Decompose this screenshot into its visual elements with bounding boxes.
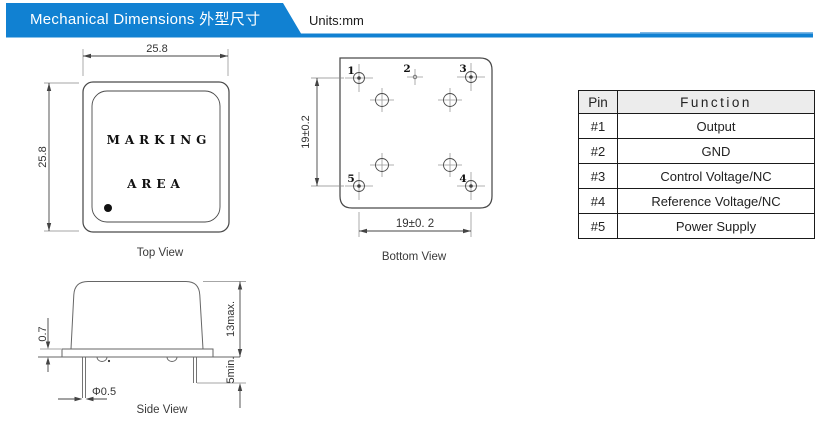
header-accent-line [640, 32, 813, 34]
side-view-pin-length-dim: 5min. [225, 357, 237, 384]
pin-number-4: 4 [459, 173, 466, 185]
arrow-left [359, 228, 367, 234]
arrow-right [463, 228, 471, 234]
top-view-width-dim: 25.8 [146, 43, 167, 55]
top-view-height-dim: 25.8 [37, 146, 49, 167]
table-row: #1 Output [578, 113, 815, 139]
function-column-header: Function [617, 90, 815, 114]
side-view-flange-dim: 0.7 [37, 326, 49, 341]
pin-cell: #5 [578, 213, 618, 239]
bottom-view-label: Bottom View [382, 251, 447, 263]
arrow-up [237, 383, 243, 391]
bottom-view-vertical-dim: 19±0.2 [300, 115, 312, 149]
side-view-label: Side View [137, 404, 189, 416]
arrow-down [237, 349, 243, 357]
arrow-down [46, 223, 52, 231]
bottom-package-outline [339, 57, 493, 209]
pin-number-3: 3 [459, 63, 466, 75]
function-cell: Output [617, 113, 815, 139]
pin-column-header: Pin [578, 90, 618, 114]
mounting-holes [370, 88, 462, 177]
bottom-view-drawing: 1 2 3 4 5 19±0.2 19±0. 2 Bottom View [300, 57, 493, 263]
side-body-outline [70, 281, 204, 350]
side-view-drawing: 0.7 Φ0.5 13max. 5min. Side View [37, 281, 246, 416]
arrow-up [46, 83, 52, 91]
table-row: #3 Control Voltage/NC [578, 163, 815, 189]
standoff-bumps [96, 356, 178, 362]
top-width-extension-lines [82, 49, 229, 76]
pin-cell: #1 [578, 113, 618, 139]
units-label: Units:mm [309, 13, 364, 28]
top-height-extension-lines [44, 82, 79, 232]
arrow-left [83, 53, 91, 59]
pin-cell: #2 [578, 138, 618, 164]
top-view-drawing: 25.8 25.8 MARKING AREA Top View [37, 43, 230, 259]
marking-area-line1: MARKING [107, 133, 212, 147]
function-cell: Reference Voltage/NC [617, 188, 815, 214]
marking-area-line2: AREA [126, 177, 185, 191]
header-banner-shape [6, 3, 813, 38]
bottom-horizontal-extension-lines [358, 212, 472, 237]
side-flange [61, 348, 214, 358]
pin-cell: #4 [578, 188, 618, 214]
table-row: #4 Reference Voltage/NC [578, 188, 815, 214]
standoff-dot [107, 359, 111, 363]
function-cell: Power Supply [617, 213, 815, 239]
side-view-height-dim: 13max. [225, 301, 237, 337]
arrow-up [314, 78, 320, 86]
table-row: #2 GND [578, 138, 815, 164]
arrow-up [237, 281, 243, 290]
arrow-up [45, 357, 51, 365]
header-banner-graphic [6, 3, 813, 38]
pin-cell: #3 [578, 163, 618, 189]
side-view-pin-diameter-dim: Φ0.5 [92, 386, 116, 398]
function-cell: Control Voltage/NC [617, 163, 815, 189]
arrow-right [74, 396, 83, 402]
pin-number-5: 5 [347, 173, 354, 185]
table-row: #5 Power Supply [578, 213, 815, 239]
arrow-right [220, 53, 228, 59]
pin-holes [345, 63, 485, 200]
pin1-indicator-dot [104, 204, 112, 212]
arrow-left [85, 396, 94, 402]
bottom-vertical-extension-lines [311, 77, 344, 187]
side-pins [82, 357, 197, 398]
pin-number-1: 1 [347, 65, 354, 77]
page-title: Mechanical Dimensions 外型尺寸 [30, 11, 261, 28]
bottom-view-horizontal-dim: 19±0. 2 [396, 218, 434, 230]
pin-function-table: Pin Function #1 Output #2 GND #3 Control… [578, 90, 815, 239]
top-view-label: Top View [137, 247, 184, 259]
package-inner-outline [91, 90, 221, 223]
function-cell: GND [617, 138, 815, 164]
package-outer-outline [82, 81, 230, 233]
arrow-down [314, 178, 320, 186]
pin-function-table-container: Pin Function #1 Output #2 GND #3 Control… [578, 90, 815, 239]
table-header-row: Pin Function [578, 90, 815, 114]
arrow-down [45, 341, 51, 349]
pin-number-2: 2 [403, 63, 410, 75]
